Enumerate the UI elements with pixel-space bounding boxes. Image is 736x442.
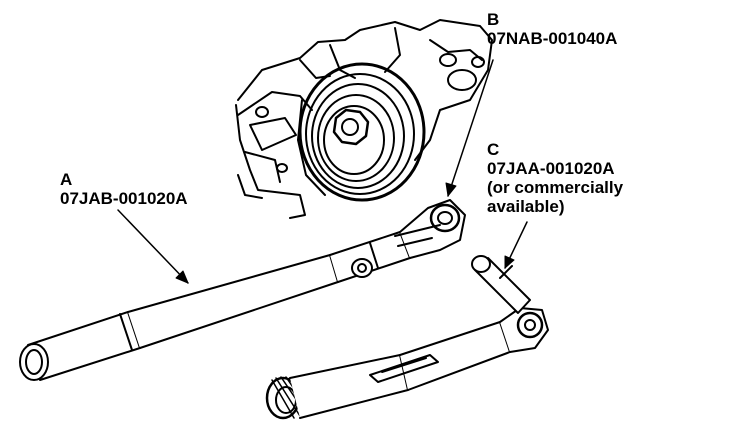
leader-line-c (504, 221, 528, 269)
torque-wrench-a (19, 199, 466, 381)
leader-line-a (117, 209, 189, 284)
callout-c-part-number: 07JAA-001020A (487, 159, 615, 178)
callout-a-part-number: 07JAB-001020A (60, 189, 188, 208)
torque-wrench-c (265, 255, 549, 420)
callout-c-letter: C (487, 140, 500, 159)
callout-c-note-line2: available) (487, 197, 565, 216)
callout-c: C 07JAA-001020A (or commercially availab… (487, 140, 623, 216)
leader-line-b (445, 59, 494, 197)
callout-a-letter: A (60, 170, 73, 189)
callout-b-part-number: 07NAB-001040A (487, 29, 618, 48)
callout-a: A 07JAB-001020A (60, 170, 188, 208)
crankshaft-pulley (297, 62, 426, 202)
callout-c-note-line1: (or commercially (487, 178, 624, 197)
callout-b-letter: B (487, 10, 500, 29)
engine-block-illustration (235, 19, 493, 219)
callout-b: B 07NAB-001040A (487, 10, 617, 48)
